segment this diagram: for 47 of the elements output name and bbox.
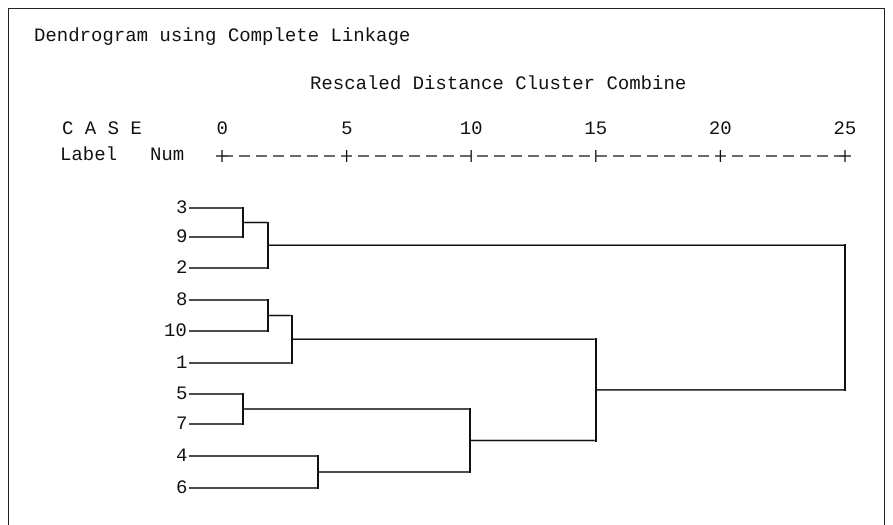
case-number: 2 — [176, 257, 188, 279]
dendrogram-link — [189, 207, 242, 209]
dendrogram-link — [189, 487, 317, 489]
dendrogram-link — [189, 267, 268, 269]
case-number: 8 — [176, 289, 188, 311]
dendrogram-link — [189, 236, 242, 238]
case-number: 5 — [176, 383, 188, 405]
column-heading: Label — [60, 144, 118, 166]
column-heading: C A S E — [62, 118, 142, 140]
dendrogram-link — [244, 222, 268, 224]
case-number: 6 — [176, 477, 188, 499]
dendrogram-link — [269, 244, 844, 246]
chart-title: Dendrogram using Complete Linkage — [34, 25, 410, 47]
dendrogram-link — [189, 362, 291, 364]
dendrogram-link — [470, 440, 595, 442]
case-number: 10 — [164, 320, 187, 342]
case-number: 3 — [176, 197, 188, 219]
dendrogram-link — [189, 330, 268, 332]
merge-bar — [316, 455, 319, 489]
tick-label: 15 — [584, 118, 608, 140]
merge-bar — [468, 408, 471, 473]
case-number: 4 — [176, 445, 188, 467]
tick-label: 10 — [460, 118, 482, 140]
tick-label: 0 — [216, 118, 228, 140]
tick-label: 25 — [834, 118, 856, 140]
dendrogram-link — [318, 471, 469, 473]
dendrogram-link — [189, 299, 268, 301]
dendrogram-link — [189, 423, 242, 425]
dendrogram-link — [244, 408, 469, 410]
tick-label: 20 — [708, 118, 732, 140]
merge-bar — [290, 314, 293, 364]
dendrogram-link — [189, 393, 242, 395]
dendrogram-link — [189, 455, 317, 457]
merge-bar — [242, 393, 244, 425]
tick-label: 5 — [341, 118, 352, 140]
merge-bar — [242, 207, 244, 238]
case-number: 1 — [176, 352, 188, 374]
merge-bar — [267, 299, 270, 332]
case-number: 9 — [176, 226, 188, 248]
merge-bar — [267, 222, 270, 269]
dendrogram-link — [596, 389, 844, 391]
dendrogram-link — [269, 314, 291, 316]
axis-title: Rescaled Distance Cluster Combine — [310, 73, 686, 95]
dendrogram-link — [292, 338, 595, 340]
column-heading: Num — [150, 144, 184, 166]
merge-bar — [594, 338, 597, 442]
case-number: 7 — [176, 413, 188, 435]
